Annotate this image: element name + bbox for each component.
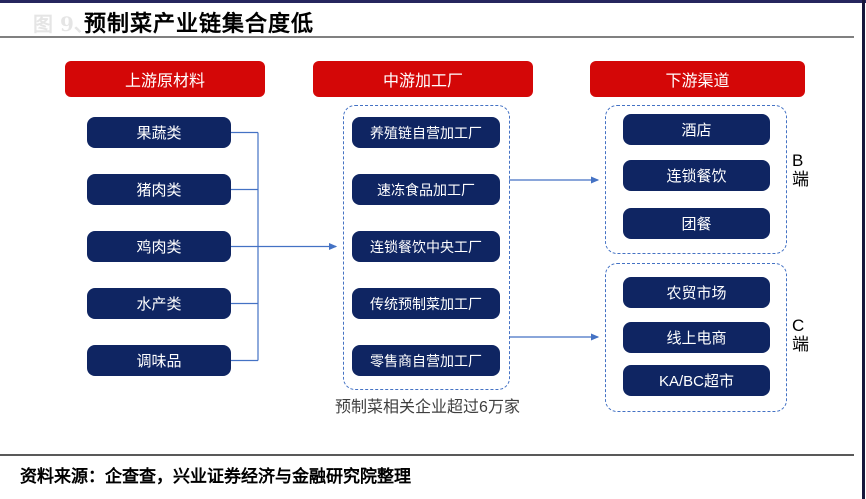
upstream-item-chicken: 鸡肉类: [87, 231, 231, 262]
midstream-item-frozen-food-factory: 速冻食品加工厂: [352, 174, 500, 205]
midstream-item-traditional-factory: 传统预制菜加工厂: [352, 288, 500, 319]
midstream-caption: 预制菜相关企业超过6万家: [335, 399, 520, 416]
figure-number-label: 图 9、: [33, 12, 94, 36]
right-border-line: [862, 0, 865, 499]
downstream-item-kabc-supermarket: KA/BC超市: [623, 365, 770, 396]
title-underline: [0, 36, 854, 38]
b-side-label-line2: 端: [792, 170, 809, 189]
page-title: 预制菜产业链集合度低: [84, 11, 315, 37]
header-downstream: 下游渠道: [590, 61, 805, 97]
c-side-label-line2: 端: [792, 335, 809, 354]
downstream-item-online-ecommerce: 线上电商: [623, 322, 770, 353]
midstream-item-retailer-factory: 零售商自营加工厂: [352, 345, 500, 376]
downstream-item-chain-restaurant: 连锁餐饮: [623, 160, 770, 191]
upstream-item-pork: 猪肉类: [87, 174, 231, 205]
b-side-label: B 端: [792, 151, 822, 189]
upstream-item-aquatic: 水产类: [87, 288, 231, 319]
midstream-item-chain-central-factory: 连锁餐饮中央工厂: [352, 231, 500, 262]
c-side-label-line1: C: [792, 316, 805, 335]
downstream-item-hotel: 酒店: [623, 114, 770, 145]
downstream-item-farmers-market: 农贸市场: [623, 277, 770, 308]
header-midstream: 中游加工厂: [313, 61, 533, 97]
midstream-item-breeding-factory: 养殖链自营加工厂: [352, 117, 500, 148]
c-side-label: C 端: [792, 316, 822, 354]
upstream-item-seasoning: 调味品: [87, 345, 231, 376]
header-upstream: 上游原材料: [65, 61, 265, 97]
source-note: 资料来源：企查查，兴业证券经济与金融研究院整理: [20, 467, 411, 487]
downstream-b-group-frame: [605, 105, 787, 254]
upstream-item-fruit-veg: 果蔬类: [87, 117, 231, 148]
footer-divider-line: [0, 454, 854, 456]
downstream-item-group-meal: 团餐: [623, 208, 770, 239]
top-border-line: [0, 0, 866, 3]
b-side-label-line1: B: [792, 151, 804, 170]
midstream-group-frame: [343, 105, 510, 390]
downstream-c-group-frame: [605, 263, 787, 412]
